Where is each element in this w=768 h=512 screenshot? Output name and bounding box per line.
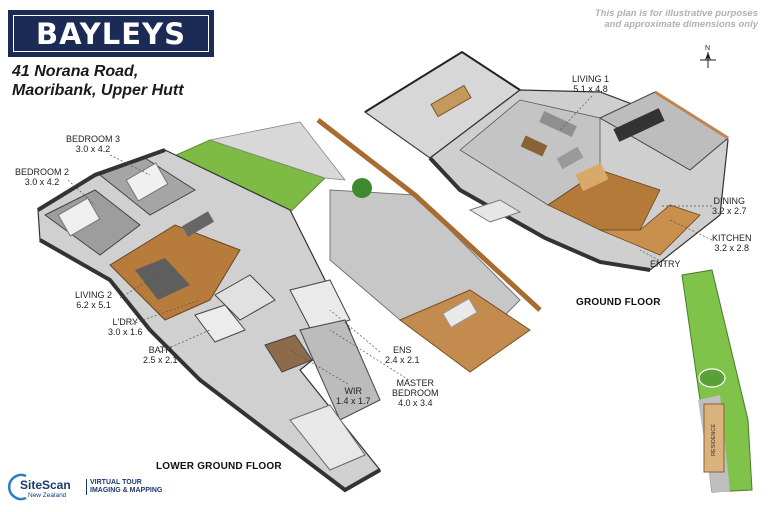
room-name: LIVING 2 [75, 290, 113, 300]
room-label-living-2: LIVING 2 6.2 x 5.1 [75, 290, 112, 310]
address-line-1: 41 Norana Road, [12, 63, 139, 80]
room-dims: 6.2 x 5.1 [76, 300, 111, 310]
deck-railing [364, 50, 521, 113]
wir-floor [264, 334, 313, 373]
room-name: ENS [393, 345, 412, 355]
room-label-dining: DINING 3.2 x 2.7 [712, 196, 747, 216]
leader-lines [67, 95, 713, 385]
room-dims: 5.1 x 4.8 [573, 84, 608, 94]
dining-set [613, 108, 665, 142]
laundry-floor [214, 274, 276, 321]
coffee-table [520, 135, 548, 157]
sitescan-credit: SiteScan New Zealand VIRTUAL TOUR IMAGIN… [8, 470, 168, 504]
disclaimer-line-2: and approximate dimensions only [604, 19, 758, 30]
round-table [575, 162, 609, 192]
north-arrow-icon: N [700, 45, 716, 68]
bayleys-logo: BAYLEYS [8, 10, 214, 57]
room-dims: 2.4 x 2.1 [385, 355, 420, 365]
lower-stairs [289, 404, 366, 471]
room-name: WIR [344, 386, 363, 396]
room-dims: 3.2 x 2.8 [714, 243, 750, 253]
site-plan [681, 269, 753, 493]
lower-deck [399, 289, 531, 373]
bath-floor [194, 304, 246, 343]
room-name: MASTER [396, 378, 435, 388]
sofa [539, 110, 577, 138]
room-dims: 3.0 x 4.2 [24, 177, 60, 187]
room-name: BEDROOM 3 [66, 134, 121, 144]
room-label-kitchen: KITCHEN 3.2 x 2.8 [712, 233, 752, 253]
armchair [556, 146, 584, 170]
ground-stairs [468, 199, 522, 223]
room-label-bedroom-2: BEDROOM 2 3.0 x 4.2 [15, 167, 69, 187]
lower-floor-walls [36, 148, 166, 212]
ground-floor-plan [363, 50, 729, 272]
sitescan-country: New Zealand [28, 492, 67, 499]
kitchen-floor [599, 204, 701, 256]
room-name: LIVING 1 [572, 74, 610, 84]
room-dims: 3.0 x 4.2 [75, 144, 111, 154]
room-name: ENTRY [650, 259, 681, 269]
room-name: KITCHEN [712, 233, 752, 243]
disclaimer: This plan is for illustrative purposes a… [595, 8, 758, 30]
room-label-laundry: L'DRY 3.0 x 1.6 [108, 317, 143, 337]
bed-bedroom-3 [125, 162, 169, 202]
sitescan-tag-2: IMAGING & MAPPING [90, 487, 163, 494]
svg-text:N: N [705, 45, 710, 52]
room-dims: 2.5 x 2.1 [143, 355, 178, 365]
living-2-rug [135, 258, 190, 300]
address-line-2: Maoribank, Upper Hutt [12, 82, 184, 99]
sofa-living-2 [182, 211, 214, 237]
dining-table [430, 84, 472, 118]
sitescan-tagline: VIRTUAL TOUR IMAGING & MAPPING [86, 479, 162, 495]
bed-bedroom-2 [57, 197, 101, 237]
compass: N [696, 44, 720, 75]
property-address: 41 Norana Road, Maoribank, Upper Hutt [12, 62, 184, 100]
floor-label-ground: GROUND FLOOR [576, 297, 661, 308]
lower-ground-floor-plan [36, 118, 542, 493]
site-plan-residence-label-wrap: RESIDENCE [709, 424, 719, 456]
room-label-ensuite: ENS 2.4 x 2.1 [385, 345, 420, 365]
room-dims: 1.4 x 1.7 [336, 396, 371, 406]
room-label-master-bedroom: MASTER BEDROOM 4.0 x 3.4 [392, 378, 439, 408]
room-dims: 3.2 x 2.7 [712, 206, 747, 216]
residence-footprint [703, 403, 725, 473]
room-label-wir: WIR 1.4 x 1.7 [336, 386, 371, 406]
logo-frame: BAYLEYS [13, 15, 209, 52]
disclaimer-line-1: This plan is for illustrative purposes [594, 8, 758, 19]
room-dims: 4.0 x 3.4 [397, 398, 433, 408]
room-name-2: BEDROOM [392, 388, 439, 398]
garden-bed [698, 368, 726, 388]
logo-text: BAYLEYS [36, 16, 186, 51]
paved-terrace [208, 121, 346, 181]
room-name: BATH [148, 345, 172, 355]
room-name: BEDROOM 2 [15, 167, 70, 177]
courtyard-table [442, 297, 478, 329]
room-label-living-1: LIVING 1 5.1 x 4.8 [572, 74, 609, 94]
room-name: DINING [713, 196, 746, 206]
ground-floor-walls [428, 156, 651, 272]
room-name: L'DRY [112, 317, 139, 327]
room-label-entry: ENTRY [650, 259, 680, 269]
sitescan-brand: SiteScan [20, 478, 71, 492]
floor-label-lower-ground: LOWER GROUND FLOOR [156, 461, 282, 472]
ensuite-floor [289, 279, 351, 333]
tree [352, 178, 372, 198]
lower-floor-walls-south [39, 238, 381, 493]
timber-retaining-wall [316, 118, 542, 312]
sitescan-tag-1: VIRTUAL TOUR [90, 479, 142, 486]
room-dims: 3.0 x 1.6 [108, 327, 143, 337]
room-label-bedroom-3: BEDROOM 3 3.0 x 4.2 [66, 134, 120, 154]
room-label-bath: BATH 2.5 x 2.1 [143, 345, 178, 365]
site-plan-residence-label: RESIDENCE [711, 423, 717, 457]
master-bedroom-floor [299, 319, 381, 421]
sitescan-logo-icon [8, 473, 27, 501]
